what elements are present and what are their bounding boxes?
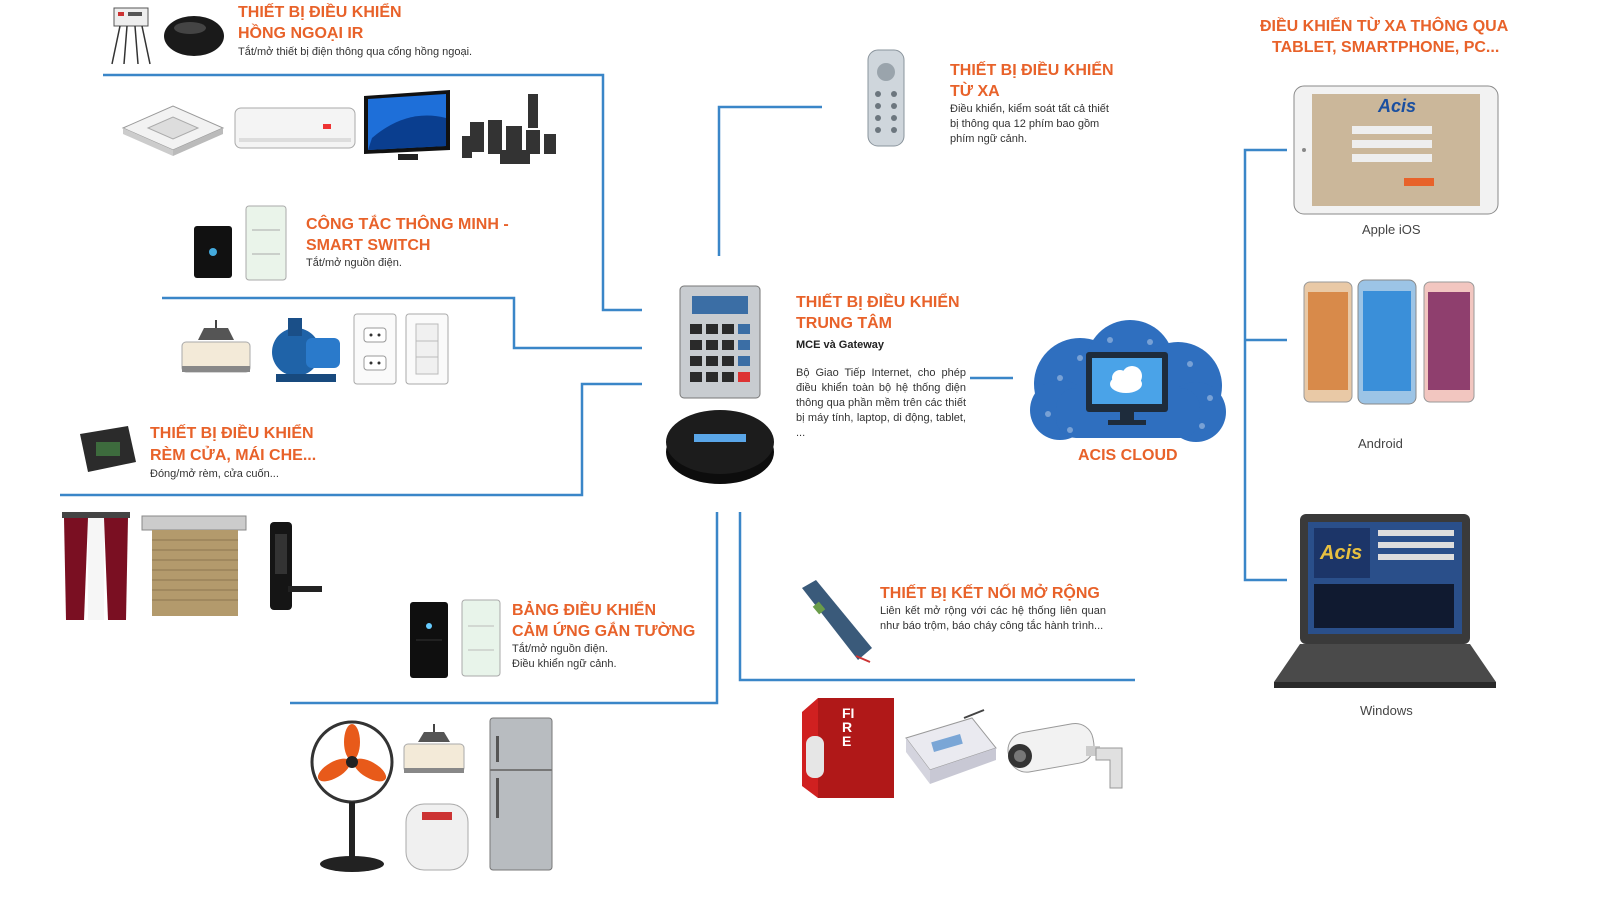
android-label: Android: [1358, 436, 1403, 451]
fire-label-text: FIRE: [842, 705, 855, 749]
cloud-label: ACIS CLOUD: [1078, 447, 1178, 464]
remote-title-line1: THIẾT BỊ ĐIỀU KHIỂN: [950, 62, 1114, 79]
curtain-icon: [62, 510, 130, 622]
center-subtitle: MCE và Gateway: [796, 339, 885, 351]
center-description: Bộ Giao Tiếp Internet, cho phép điều khi…: [796, 367, 966, 439]
remote-description: Điều khiển, kiểm soát tất cả thiết bị th…: [950, 103, 1109, 145]
air-conditioner-cassette-icon: [118, 98, 228, 158]
curtain-description: Đóng/mở rèm, cửa cuốn...: [150, 468, 279, 480]
expand-description: Liên kết mở rộng với các hệ thống liên q…: [880, 605, 1106, 632]
ir-title-line2: HỒNG NGOẠI IR: [238, 25, 364, 42]
touch-panel-black-icon: [408, 600, 450, 680]
television-icon: [362, 88, 454, 162]
curtain-title-line1: THIẾT BỊ ĐIỀU KHIỂN: [150, 425, 314, 442]
center-title-line2: TRUNG TÂM: [796, 315, 892, 332]
laptop-app-logo-text: Acis: [1320, 542, 1363, 564]
line-switch: [162, 296, 642, 350]
switch-description: Tắt/mở nguồn điện.: [306, 257, 402, 269]
curtain-controller-icon: [78, 424, 138, 474]
touch-title-line1: BẢNG ĐIỀU KHIỂN: [512, 602, 657, 619]
touch-description-line1: Tắt/mở nguồn điện.: [512, 643, 608, 655]
line-expand: [738, 512, 1135, 682]
line-clients: [1243, 148, 1287, 582]
remote-control-icon: [862, 48, 910, 148]
smart-switch-black-icon: [192, 224, 234, 280]
water-heater-icon: [404, 800, 470, 872]
cloud-icon: [1020, 318, 1230, 446]
ir-sensor-icon: [110, 6, 152, 66]
fire-alarm-icon: [800, 696, 896, 800]
line-curtain: [60, 382, 642, 497]
switch-title-line1: CÔNG TẮC THÔNG MINH -: [306, 216, 509, 233]
laptop-icon: [1270, 512, 1500, 690]
ceiling-lamp-icon: [178, 318, 254, 382]
clients-title-line1: ĐIỀU KHIỂN TỪ XA THÔNG QUA: [1260, 18, 1509, 35]
ios-label: Apple iOS: [1362, 222, 1421, 237]
smart-switch-white-icon: [244, 204, 288, 282]
line-ir: [103, 73, 642, 312]
clients-title-line2: TABLET, SMARTPHONE, PC...: [1272, 39, 1500, 56]
ir-description: Tắt/mở thiết bị điện thông qua cổng hồng…: [238, 46, 473, 58]
remote-title-line2: TỪ XA: [950, 83, 1000, 100]
refrigerator-icon: [488, 716, 554, 872]
curtain-title-line2: RÈM CỬA, MÁI CHE...: [150, 447, 317, 464]
water-pump-icon: [266, 312, 346, 384]
roller-shutter-icon: [140, 514, 248, 618]
tablet-icon: [1292, 84, 1500, 216]
speaker-system-icon: [460, 92, 558, 166]
line-touch: [290, 512, 719, 705]
touch-panel-white-icon: [460, 598, 502, 678]
standing-fan-icon: [310, 718, 394, 876]
ceiling-lamp-2-icon: [400, 722, 468, 784]
windows-label: Windows: [1360, 703, 1413, 718]
tablet-app-logo-text: Acis: [1378, 96, 1417, 116]
smart-door-lock-icon: [266, 520, 324, 612]
air-conditioner-wall-icon: [233, 104, 357, 154]
touch-title-line2: CẢM ỨNG GẮN TƯỜNG: [512, 623, 696, 640]
line-remote: [717, 105, 822, 256]
ir-title-line1: THIẾT BỊ ĐIỀU KHIỂN: [238, 4, 402, 21]
smartphones-icon: [1300, 278, 1484, 406]
expansion-module-icon: [796, 578, 878, 664]
expand-title: THIẾT BỊ KẾT NỐI MỞ RỘNG: [880, 585, 1100, 602]
light-switch-icon: [404, 312, 450, 386]
security-camera-icon: [1000, 708, 1128, 792]
center-title-line1: THIẾT BỊ ĐIỀU KHIỂN: [796, 294, 960, 311]
gateway-hub-icon: [664, 402, 776, 486]
central-controller-keypad-icon: [678, 284, 762, 400]
ir-hub-icon: [162, 8, 226, 58]
touch-description-line2: Điều khiển ngữ cảnh.: [512, 658, 617, 670]
switch-title-line2: SMART SWITCH: [306, 237, 431, 254]
wall-outlet-icon: [352, 312, 398, 386]
alarm-panel-icon: [902, 708, 998, 788]
